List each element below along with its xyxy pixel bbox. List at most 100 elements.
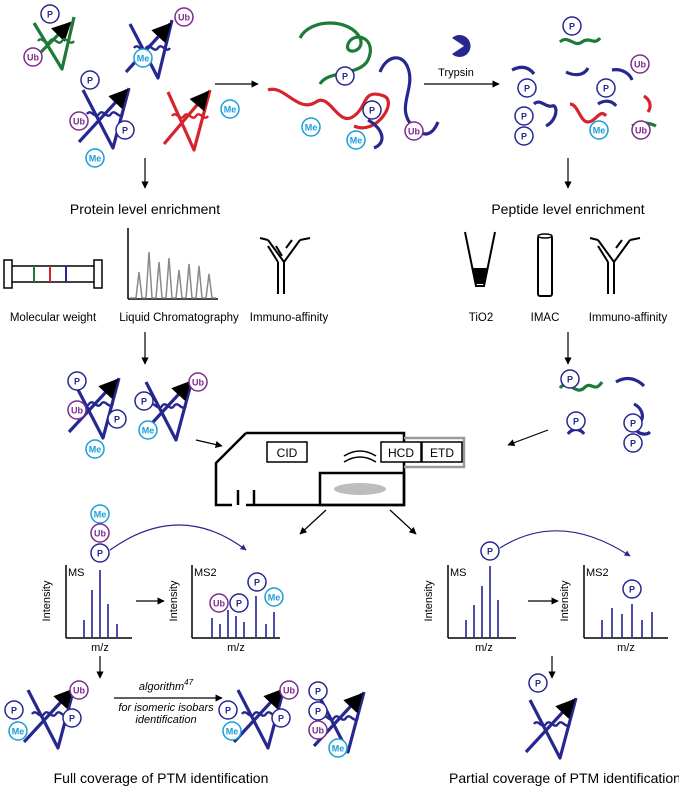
svg-text:P: P — [487, 547, 493, 557]
denatured-proteins — [267, 21, 440, 150]
svg-text:P: P — [521, 112, 527, 122]
algorithm-ref: 47 — [184, 678, 193, 687]
svg-text:P: P — [535, 679, 541, 689]
tio2-label: TiO2 — [469, 312, 494, 324]
arrow-down-left — [299, 509, 327, 535]
svg-text:P: P — [74, 377, 80, 387]
ubiquitin-badge: Ub — [630, 54, 650, 74]
arrow-left — [507, 429, 549, 447]
cid-label: CID — [277, 446, 298, 460]
methyl-badge: Me — [85, 439, 105, 459]
methyl-badge: Me — [264, 587, 284, 607]
svg-text:P: P — [11, 706, 17, 716]
svg-text:Me: Me — [593, 126, 606, 136]
phospho-badge: P — [90, 543, 110, 563]
svg-text:P: P — [630, 419, 636, 429]
svg-text:P: P — [573, 417, 579, 427]
svg-text:Ub: Ub — [94, 529, 106, 539]
svg-text:Me: Me — [224, 105, 237, 115]
ms2-spectrum-right — [583, 565, 668, 639]
phospho-badge: P — [67, 371, 87, 391]
svg-text:P: P — [569, 22, 575, 32]
intensity-axis-label: Intensity — [168, 580, 180, 621]
algorithm-label: algorithm47 — [139, 678, 194, 693]
svg-text:P: P — [630, 439, 636, 449]
svg-text:P: P — [521, 132, 527, 142]
svg-text:P: P — [97, 549, 103, 559]
fragmentation-arrow — [499, 530, 631, 557]
ubiquitin-badge: Ub — [631, 120, 651, 140]
hcd-label: HCD — [388, 446, 414, 460]
methyl-badge: Me — [90, 504, 110, 524]
svg-text:P: P — [278, 714, 284, 724]
phospho-badge: P — [562, 16, 582, 36]
intensity-axis-label: Intensity — [559, 580, 571, 621]
phospho-badge: P — [4, 700, 24, 720]
partial-coverage-caption: Partial coverage of PTM identification — [449, 770, 679, 786]
intensity-axis-label: Intensity — [41, 580, 53, 621]
gel-icon — [3, 259, 103, 289]
ubiquitin-badge: Ub — [174, 7, 194, 27]
svg-text:P: P — [315, 707, 321, 717]
svg-text:Ub: Ub — [73, 117, 85, 127]
etd-box — [421, 441, 463, 463]
svg-text:Ub: Ub — [213, 599, 225, 609]
phospho-badge: P — [480, 541, 500, 561]
svg-text:Ub: Ub — [71, 406, 83, 416]
mz-axis-label: m/z — [617, 642, 635, 654]
imac-label: IMAC — [531, 312, 560, 324]
svg-text:Me: Me — [350, 136, 363, 146]
methyl-badge: Me — [222, 721, 242, 741]
phospho-badge: P — [335, 66, 355, 86]
svg-text:Ub: Ub — [283, 686, 295, 696]
svg-text:P: P — [567, 375, 573, 385]
trypsin-label: Trypsin — [438, 67, 474, 79]
phospho-badge: P — [40, 4, 60, 24]
svg-text:Ub: Ub — [178, 13, 190, 23]
ubiquitin-badge: Ub — [308, 720, 328, 740]
phospho-badge: P — [308, 701, 328, 721]
phospho-badge: P — [62, 708, 82, 728]
ms2-title-right: MS2 — [586, 567, 609, 579]
svg-text:Me: Me — [226, 727, 239, 737]
svg-text:P: P — [141, 397, 147, 407]
antibody-icon — [259, 237, 311, 294]
protein-red-top — [162, 89, 212, 152]
hcd-box — [380, 441, 422, 463]
mass-spectrometer — [214, 431, 466, 507]
svg-text:Me: Me — [332, 744, 345, 754]
svg-text:Ub: Ub — [635, 126, 647, 136]
ubiquitin-badge: Ub — [404, 121, 424, 141]
trypsin-icon — [452, 35, 471, 57]
svg-text:P: P — [315, 687, 321, 697]
phospho-badge: P — [107, 409, 127, 429]
svg-text:Me: Me — [305, 123, 318, 133]
ubiquitin-badge: Ub — [209, 593, 229, 613]
svg-text:Ub: Ub — [408, 127, 420, 137]
ubiquitin-badge: Ub — [23, 47, 43, 67]
phospho-badge: P — [134, 391, 154, 411]
methyl-badge: Me — [8, 721, 28, 741]
methyl-badge: Me — [133, 48, 153, 68]
phospho-badge: P — [623, 413, 643, 433]
svg-text:Ub: Ub — [312, 726, 324, 736]
methyl-badge: Me — [589, 120, 609, 140]
svg-text:Ub: Ub — [27, 53, 39, 63]
svg-text:P: P — [114, 415, 120, 425]
immuno-left-label: Immuno-affinity — [250, 312, 329, 324]
phospho-badge: P — [596, 78, 616, 98]
ms-title-left: MS — [68, 567, 85, 579]
liquid-chrom-label: Liquid Chromatography — [119, 312, 239, 324]
ms2-spectrum-left — [191, 565, 280, 639]
fragmentation-arrow — [109, 524, 247, 551]
mol-weight-label: Molecular weight — [10, 312, 97, 324]
svg-text:P: P — [524, 84, 530, 94]
svg-text:P: P — [122, 126, 128, 136]
mz-axis-label: m/z — [475, 642, 493, 654]
chromatogram-icon — [127, 228, 218, 300]
isomeric-line1: for isomeric isobars — [118, 702, 214, 714]
svg-text:Ub: Ub — [73, 686, 85, 696]
ms-spectrum-left — [65, 565, 132, 639]
svg-text:Me: Me — [12, 727, 25, 737]
phospho-badge: P — [80, 70, 100, 90]
